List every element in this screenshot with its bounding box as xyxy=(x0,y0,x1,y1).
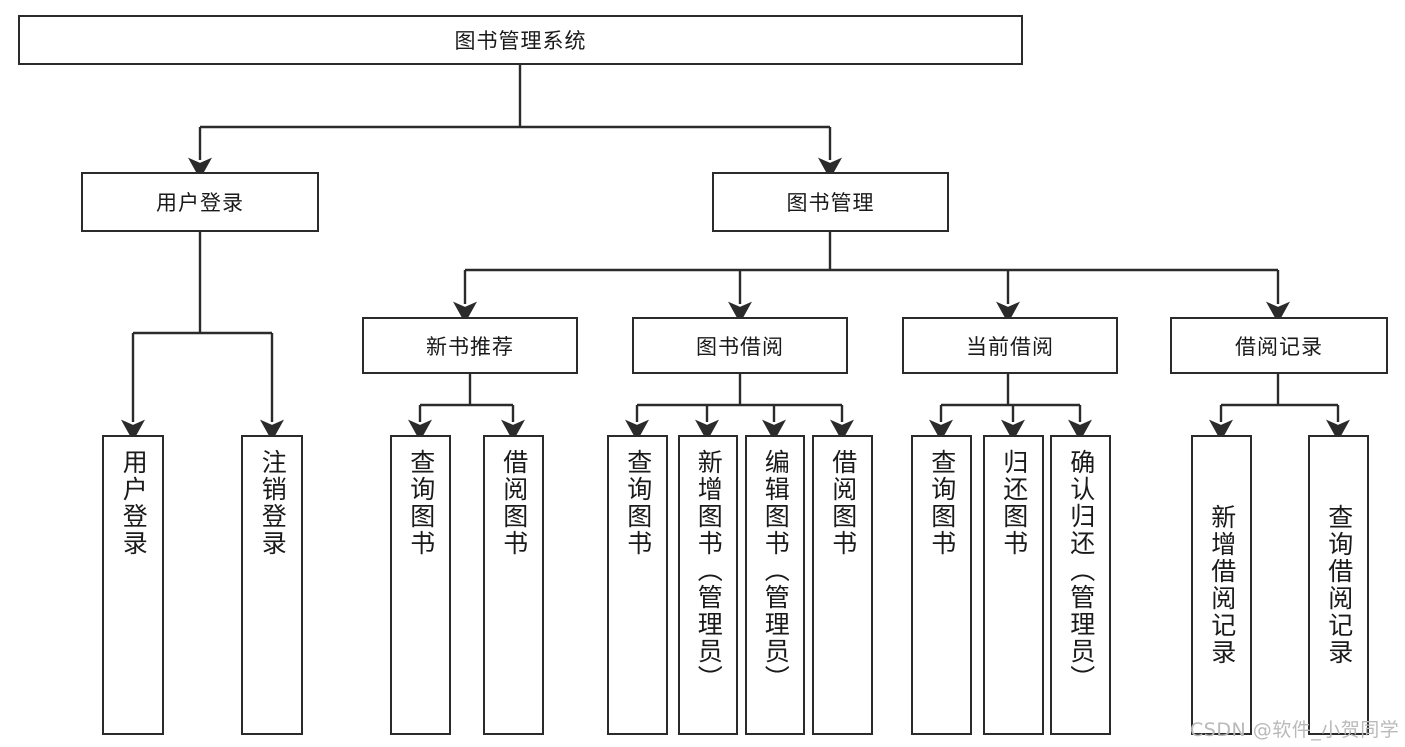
leaf-edit-book-admin-label: 编辑图书（管理员） xyxy=(761,449,791,692)
node-root[interactable]: 图书管理系统 xyxy=(18,15,1023,65)
leaf-query-borrow-record-label: 查询借阅记录 xyxy=(1324,504,1354,666)
node-user-login-label: 用户登录 xyxy=(156,191,244,215)
node-root-label: 图书管理系统 xyxy=(454,29,587,53)
leaf-query-book-current[interactable]: 查询图书 xyxy=(911,435,972,735)
leaf-add-book-admin[interactable]: 新增图书（管理员） xyxy=(678,435,738,735)
leaf-return-book[interactable]: 归还图书 xyxy=(983,435,1044,735)
leaf-user-login[interactable]: 用户登录 xyxy=(102,435,164,735)
leaf-confirm-return-admin[interactable]: 确认归还（管理员） xyxy=(1050,435,1111,735)
csdn-watermark: CSDN @软件_小贺同学 xyxy=(1190,719,1400,741)
leaf-query-book-recommendation[interactable]: 查询图书 xyxy=(390,435,451,735)
node-book-borrow-label: 图书借阅 xyxy=(696,334,784,359)
leaf-borrow-book-recommendation-label: 借阅图书 xyxy=(499,449,529,557)
leaf-query-book-current-label: 查询图书 xyxy=(927,449,957,557)
node-borrow-record[interactable]: 借阅记录 xyxy=(1170,317,1388,374)
node-new-book-recommendation[interactable]: 新书推荐 xyxy=(362,317,578,374)
leaf-query-book-borrow[interactable]: 查询图书 xyxy=(607,435,668,735)
node-current-borrow-label: 当前借阅 xyxy=(966,334,1054,359)
leaf-borrow-book-recommendation[interactable]: 借阅图书 xyxy=(483,435,544,735)
leaf-return-book-label: 归还图书 xyxy=(999,449,1029,557)
leaf-user-login-label: 用户登录 xyxy=(119,449,149,557)
leaf-edit-book-admin[interactable]: 编辑图书（管理员） xyxy=(745,435,805,735)
leaf-add-borrow-record-label: 新增借阅记录 xyxy=(1207,504,1237,666)
leaf-add-borrow-record[interactable]: 新增借阅记录 xyxy=(1191,435,1252,735)
leaf-query-book-recommendation-label: 查询图书 xyxy=(406,449,436,557)
leaf-query-borrow-record[interactable]: 查询借阅记录 xyxy=(1308,435,1369,735)
leaf-borrow-book-borrow-label: 借阅图书 xyxy=(828,449,858,557)
leaf-add-book-admin-label: 新增图书（管理员） xyxy=(694,449,724,692)
node-current-borrow[interactable]: 当前借阅 xyxy=(902,317,1118,374)
node-user-login[interactable]: 用户登录 xyxy=(81,172,319,232)
leaf-confirm-return-admin-label: 确认归还（管理员） xyxy=(1066,449,1096,692)
leaf-logout-label: 注销登录 xyxy=(258,449,288,557)
node-new-book-recommendation-label: 新书推荐 xyxy=(426,334,514,359)
node-book-manage[interactable]: 图书管理 xyxy=(712,172,949,232)
node-borrow-record-label: 借阅记录 xyxy=(1235,334,1323,359)
leaf-logout[interactable]: 注销登录 xyxy=(241,435,303,735)
leaf-query-book-borrow-label: 查询图书 xyxy=(623,449,653,557)
node-book-borrow[interactable]: 图书借阅 xyxy=(632,317,848,374)
node-book-manage-label: 图书管理 xyxy=(786,191,875,215)
leaf-borrow-book-borrow[interactable]: 借阅图书 xyxy=(812,435,873,735)
